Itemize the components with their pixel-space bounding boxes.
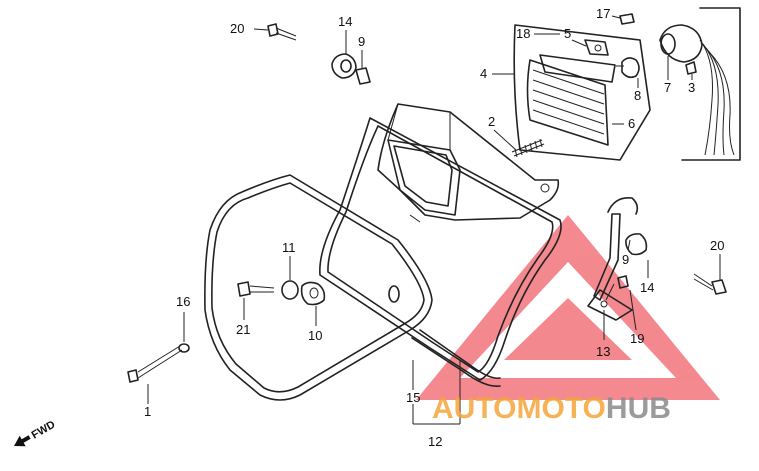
bolt-20-top (267, 23, 297, 41)
label-20-top: 20 (230, 21, 244, 36)
label-16: 16 (176, 294, 190, 309)
label-19: 19 (630, 331, 644, 346)
bolt-1 (127, 343, 190, 383)
fasteners-left (237, 280, 326, 306)
lamp-housing (377, 103, 560, 223)
watermark-moto: MOTO (516, 392, 605, 425)
watermark-auto: AUTO (432, 392, 516, 425)
label-3: 3 (688, 80, 695, 95)
license-panel (319, 117, 562, 381)
watermark-hub: HUB (606, 392, 671, 425)
label-1: 1 (144, 404, 151, 419)
watermark-text: AUTOMOTOHUB (432, 392, 671, 425)
label-4: 4 (480, 66, 487, 81)
watermark-triangle-core (504, 298, 632, 360)
part-labels: 20 14 9 17 18 5 4 8 7 3 6 2 11 21 10 16 … (144, 6, 724, 449)
fwd-arrow-icon (14, 435, 31, 447)
label-14-right: 14 (640, 280, 654, 295)
label-9-top: 9 (358, 34, 365, 49)
label-7: 7 (664, 80, 671, 95)
label-10: 10 (308, 328, 322, 343)
spring-part-2 (511, 138, 545, 158)
label-14-top: 14 (338, 14, 352, 29)
label-17: 17 (596, 6, 610, 21)
fwd-label: FWD (30, 419, 58, 442)
bracket-right (587, 196, 727, 321)
label-15: 15 (406, 390, 420, 405)
taillight-assembly (513, 24, 651, 161)
watermark-logo (416, 215, 720, 400)
label-13: 13 (596, 344, 610, 359)
label-18: 18 (516, 26, 530, 41)
label-12: 12 (428, 434, 442, 449)
label-8: 8 (634, 88, 641, 103)
leader-lines (147, 15, 721, 425)
frame-gasket (204, 174, 501, 401)
label-6: 6 (628, 116, 635, 131)
socket-wiring (659, 7, 741, 161)
label-11: 11 (282, 240, 296, 255)
fwd-indicator: FWD (14, 419, 58, 447)
label-21: 21 (236, 322, 250, 337)
label-2: 2 (488, 114, 495, 129)
label-5: 5 (564, 26, 571, 41)
label-20-right: 20 (710, 238, 724, 253)
grommet-14-top (331, 53, 371, 85)
nut-17 (619, 13, 635, 25)
label-9-right: 9 (622, 252, 629, 267)
